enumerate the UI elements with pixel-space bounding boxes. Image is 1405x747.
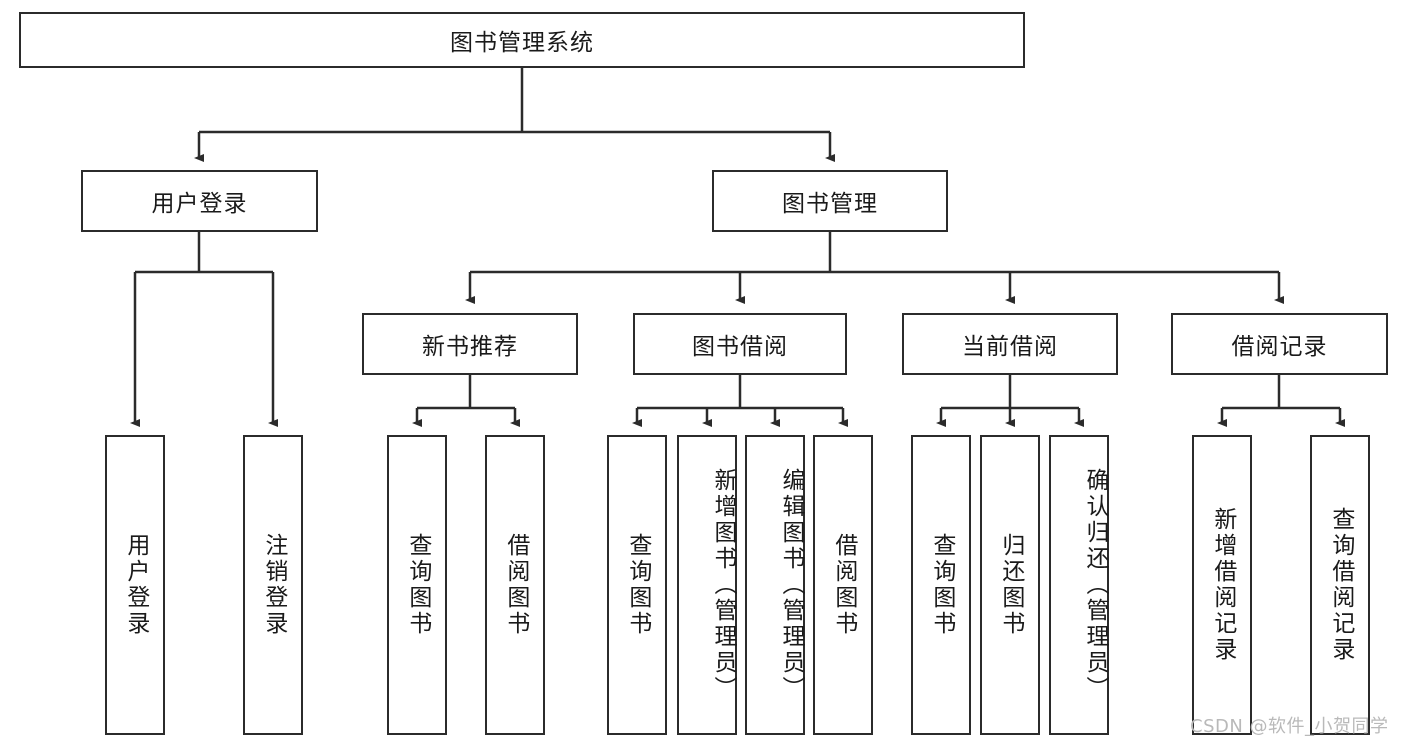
- leaf-borrow-book[interactable]: 借阅图书: [813, 435, 873, 735]
- leaf-borrow-book-recommend[interactable]: 借阅图书: [485, 435, 545, 735]
- leaf-logout[interactable]: 注销登录: [243, 435, 303, 735]
- node-user-login[interactable]: 用户登录: [81, 170, 318, 232]
- node-book-borrow[interactable]: 图书借阅: [633, 313, 847, 375]
- leaf-edit-book[interactable]: 编辑图书（管理员）: [745, 435, 805, 735]
- node-book-manage[interactable]: 图书管理: [712, 170, 948, 232]
- leaf-confirm-return[interactable]: 确认归还（管理员）: [1049, 435, 1109, 735]
- node-new-book-recommend[interactable]: 新书推荐: [362, 313, 578, 375]
- leaf-user-login[interactable]: 用户登录: [105, 435, 165, 735]
- leaf-add-borrow-record[interactable]: 新增借阅记录: [1192, 435, 1252, 735]
- leaf-query-book-current[interactable]: 查询图书: [911, 435, 971, 735]
- leaf-add-book[interactable]: 新增图书（管理员）: [677, 435, 737, 735]
- watermark-text: CSDN @软件_小贺同学: [1190, 716, 1389, 737]
- leaf-query-book-recommend[interactable]: 查询图书: [387, 435, 447, 735]
- node-borrow-record[interactable]: 借阅记录: [1171, 313, 1388, 375]
- leaf-query-borrow-record[interactable]: 查询借阅记录: [1310, 435, 1370, 735]
- node-current-borrow[interactable]: 当前借阅: [902, 313, 1118, 375]
- leaf-return-book[interactable]: 归还图书: [980, 435, 1040, 735]
- node-root[interactable]: 图书管理系统: [19, 12, 1025, 68]
- leaf-query-book-borrow[interactable]: 查询图书: [607, 435, 667, 735]
